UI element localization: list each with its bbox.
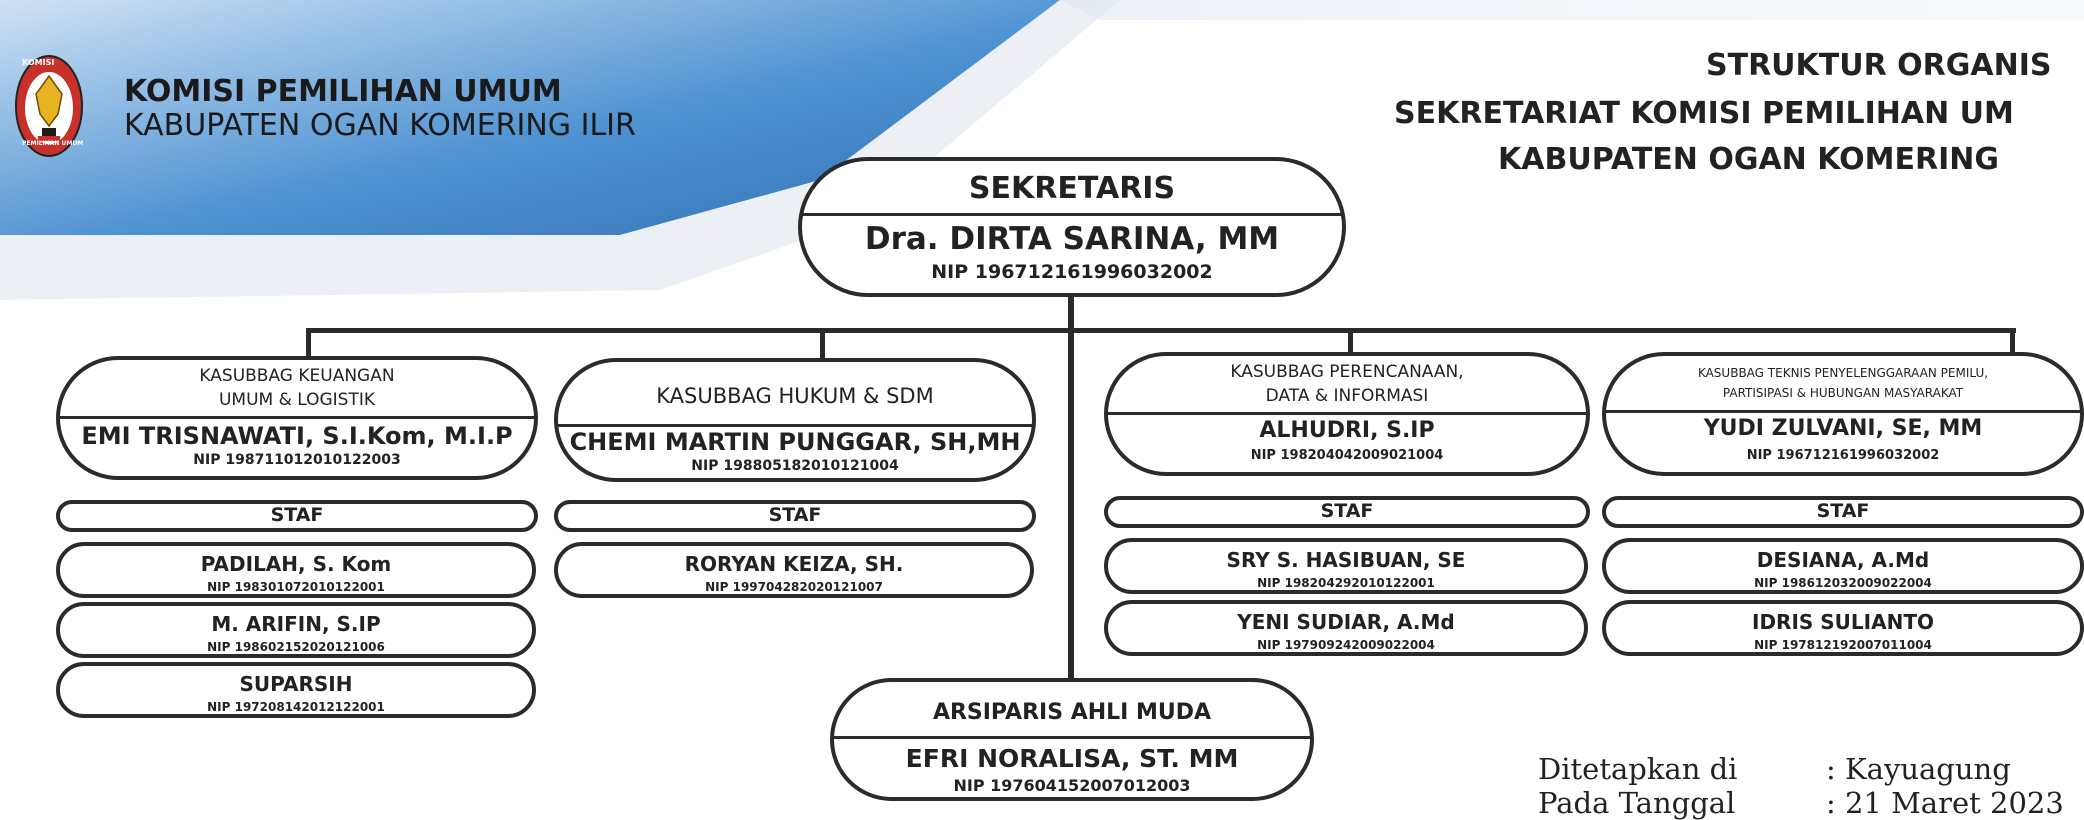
unit-head-box-2: KASUBBAG HUKUM & SDM CHEMI MARTIN PUNGGA…: [554, 358, 1036, 482]
kpu-logo: [15, 55, 83, 157]
arsiparis-role: ARSIPARIS AHLI MUDA: [932, 700, 1212, 725]
staff-nip: NIP 197208142012122001: [207, 700, 385, 714]
staff-nip: NIP 197812192007011004: [1754, 638, 1932, 652]
drop-line-1: [306, 328, 311, 356]
staff-name: SUPARSIH: [239, 672, 353, 696]
staf-label-3: STAF: [1104, 496, 1590, 528]
staff-name: RORYAN KEIZA, SH.: [684, 552, 904, 576]
staff-nip: NIP 198204292010122001: [1257, 576, 1435, 590]
title-line-1: STRUKTUR ORGANIS: [1706, 48, 2052, 83]
staff-card: SUPARSIH NIP 197208142012122001: [56, 662, 536, 718]
unit-head-name: EMI TRISNAWATI, S.I.Kom, M.I.P: [81, 422, 513, 450]
divider: [1108, 412, 1586, 415]
logo-text-bottom: PEMILIHAN UMUM: [22, 140, 84, 147]
staff-name: IDRIS SULIANTO: [1752, 610, 1934, 634]
sig-label-2: Pada Tanggal: [1538, 786, 1736, 820]
staff-name: DESIANA, A.Md: [1756, 548, 1930, 572]
staf-label-2: STAF: [554, 500, 1036, 532]
sig-value-1: : Kayuagung: [1826, 752, 2011, 786]
unit-role-line1: KASUBBAG KEUANGAN: [199, 366, 395, 386]
horizontal-branch-line: [306, 328, 2016, 333]
staff-card: PADILAH, S. Kom NIP 198301072010122001: [56, 542, 536, 598]
unit-head-box-1: KASUBBAG KEUANGAN UMUM & LOGISTIK EMI TR…: [56, 356, 538, 480]
unit-head-nip: NIP 198204042009021004: [1250, 448, 1444, 463]
sig-value-2: : 21 Maret 2023: [1826, 786, 2064, 820]
staff-nip: NIP 198301072010122001: [207, 580, 385, 594]
unit-role-line1: KASUBBAG TEKNIS PENYELENGGARAAN PEMILU,: [1697, 366, 1989, 380]
org-name: KOMISI PEMILIHAN UMUM: [124, 74, 562, 109]
sekretaris-name: Dra. DIRTA SARINA, MM: [864, 221, 1280, 257]
sekretaris-nip: NIP 196712161996032002: [931, 261, 1213, 283]
title-line-2: SEKRETARIAT KOMISI PEMILIHAN UM: [1394, 96, 2014, 131]
divider: [802, 213, 1342, 216]
staff-card: RORYAN KEIZA, SH. NIP 199704282020121007: [554, 542, 1034, 598]
divider: [834, 736, 1310, 739]
arsiparis-name: EFRI NORALISA, ST. MM: [905, 744, 1239, 773]
divider: [60, 416, 534, 419]
staff-card: YENI SUDIAR, A.Md NIP 197909242009022004: [1104, 600, 1588, 656]
unit-head-box-4: KASUBBAG TEKNIS PENYELENGGARAAN PEMILU, …: [1602, 352, 2084, 476]
staf-label-4: STAF: [1602, 496, 2084, 528]
org-region: KABUPATEN OGAN KOMERING ILIR: [124, 108, 636, 143]
arsiparis-box: ARSIPARIS AHLI MUDA EFRI NORALISA, ST. M…: [830, 678, 1314, 801]
staff-nip: NIP 199704282020121007: [705, 580, 883, 594]
unit-head-nip: NIP 196712161996032002: [1746, 448, 1940, 463]
sekretaris-box: SEKRETARIS Dra. DIRTA SARINA, MM NIP 196…: [798, 157, 1346, 297]
sig-label-1: Ditetapkan di: [1538, 752, 1738, 786]
divider: [558, 424, 1032, 427]
unit-role-line2: UMUM & LOGISTIK: [218, 390, 376, 410]
unit-head-name: YUDI ZULVANI, SE, MM: [1703, 416, 1983, 441]
unit-head-name: ALHUDRI, S.IP: [1259, 418, 1435, 443]
unit-role-line1: KASUBBAG HUKUM & SDM: [656, 384, 934, 408]
divider: [1606, 410, 2080, 413]
drop-line-3: [1348, 328, 1353, 352]
drop-line-2: [820, 328, 825, 358]
staff-nip: NIP 198602152020121006: [207, 640, 385, 654]
arsiparis-nip: NIP 197604152007012003: [953, 776, 1191, 795]
staff-name: YENI SUDIAR, A.Md: [1237, 610, 1455, 634]
staff-name: SRY S. HASIBUAN, SE: [1226, 548, 1466, 572]
drop-line-4: [2010, 328, 2015, 352]
unit-head-nip: NIP 198805182010121004: [691, 458, 899, 474]
main-trunk-line: [1068, 296, 1074, 686]
staff-card: SRY S. HASIBUAN, SE NIP 1982042920101220…: [1104, 538, 1588, 594]
unit-head-nip: NIP 198711012010122003: [193, 452, 401, 468]
staff-card: DESIANA, A.Md NIP 198612032009022004: [1602, 538, 2084, 594]
staff-nip: NIP 197909242009022004: [1257, 638, 1435, 652]
staff-name: PADILAH, S. Kom: [200, 552, 392, 576]
unit-head-box-3: KASUBBAG PERENCANAAN, DATA & INFORMASI A…: [1104, 352, 1590, 476]
unit-role-line2: DATA & INFORMASI: [1265, 386, 1429, 406]
unit-head-name: CHEMI MARTIN PUNGGAR, SH,MH: [569, 428, 1021, 456]
sekretaris-role: SEKRETARIS: [968, 171, 1176, 206]
title-line-3: KABUPATEN OGAN KOMERING: [1498, 142, 1999, 177]
staff-card: M. ARIFIN, S.IP NIP 198602152020121006: [56, 602, 536, 658]
staff-name: M. ARIFIN, S.IP: [211, 612, 381, 636]
staff-nip: NIP 198612032009022004: [1754, 576, 1932, 590]
staff-card: IDRIS SULIANTO NIP 197812192007011004: [1602, 600, 2084, 656]
logo-text-top: KOMISI: [22, 58, 55, 67]
staf-label-1: STAF: [56, 500, 538, 532]
unit-role-line1: KASUBBAG PERENCANAAN,: [1230, 362, 1464, 382]
unit-role-line2: PARTISIPASI & HUBUNGAN MASYARAKAT: [1722, 386, 1964, 400]
